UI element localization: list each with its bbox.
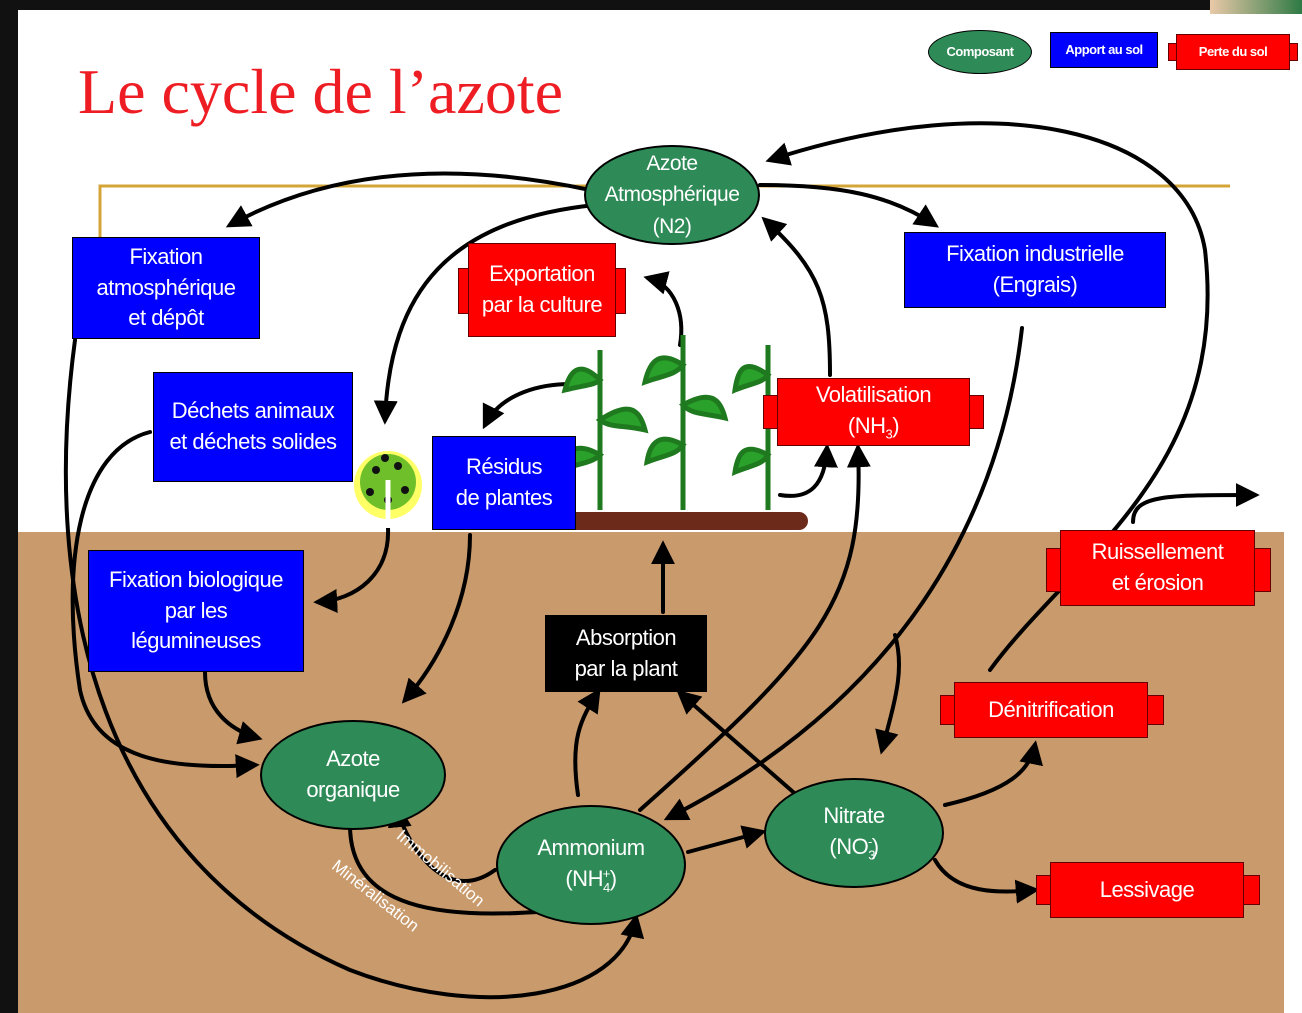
ammonium-subscript: 4: [602, 879, 610, 895]
legume-shrub: [354, 451, 422, 528]
node-leaching: Lessivage: [1050, 862, 1244, 918]
atmospheric-nitrogen-line1: Azote: [646, 151, 698, 175]
nitrate-formula-close: ): [871, 834, 879, 860]
crop-export-line1: Exportation: [489, 261, 595, 287]
organic-nitrogen-line2: organique: [306, 777, 400, 802]
plant-residues-line2: de plantes: [455, 485, 553, 510]
animal-waste-line2: et déchets solides: [169, 429, 337, 454]
node-organic-nitrogen: Azote organique: [260, 720, 446, 830]
atmospheric-fixation-line2: atmosphérique: [96, 274, 236, 300]
node-atmospheric-fixation: Fixation atmosphérique et dépôt: [72, 237, 260, 339]
legend-input: Apport au sol: [1050, 32, 1158, 68]
slide-frame-top: [0, 0, 1302, 10]
arrow-nitrate-to-denitrification: [943, 740, 1043, 807]
node-plant-residues: Résidus de plantes: [432, 436, 576, 530]
crop-ground-strip: [560, 512, 808, 530]
nitrate-formula: (NO3-): [829, 832, 879, 865]
volatilization-formula: (NH3): [847, 411, 900, 444]
ammonium-formula: (NH4+): [565, 864, 617, 897]
atmospheric-fixation-line1: Fixation: [129, 243, 203, 269]
diagram-title: Le cycle de l’azote: [78, 56, 563, 127]
arrow-atmfix-to-ammonium: [63, 338, 645, 1000]
plant-residues-line1: Résidus: [466, 454, 542, 480]
ammonium-formula-close: ): [609, 866, 617, 892]
nitrate-subscript: 3: [868, 847, 875, 863]
plant-absorption-line2: par la plant: [574, 655, 678, 681]
arrow-nitrate-to-leaching: [933, 858, 1040, 904]
legend-loss-label: Perte du sol: [1198, 43, 1268, 59]
nitrate-line1: Nitrate: [823, 803, 885, 829]
node-denitrification: Dénitrification: [954, 682, 1148, 738]
organic-nitrogen-line1: Azote: [326, 746, 380, 772]
runoff-tab-right: [1253, 548, 1271, 592]
arrow-n2-to-atm-fixation: [225, 171, 592, 228]
frame-line: [98, 184, 1230, 240]
volatilization-formula-close: ): [892, 413, 900, 439]
ammonium-formula-base: (NH: [565, 866, 603, 892]
slide-frame-left: [0, 0, 18, 1013]
arrow-ammonium-to-volatilization: [638, 443, 871, 812]
arrow-organic-to-ammonium: [348, 823, 585, 923]
corner-decoration: [1210, 0, 1302, 14]
node-runoff-erosion: Ruissellement et érosion: [1060, 530, 1255, 606]
node-animal-waste: Déchets animaux et déchets solides: [153, 372, 353, 482]
atmospheric-nitrogen-line3: (N2): [652, 214, 692, 238]
arrow-plant-to-volatilization: [778, 443, 838, 498]
biological-fixation-line2: par les: [164, 597, 228, 623]
node-crop-export: Exportation par la culture: [468, 243, 616, 337]
node-atmospheric-nitrogen: Azote Atmosphérique (N2): [584, 145, 760, 245]
legend-input-label: Apport au sol: [1065, 41, 1143, 57]
arrow-ammonium-to-absorption: [573, 687, 601, 797]
node-nitrate: Nitrate (NO3-): [764, 778, 944, 888]
slide-frame-right: [1284, 0, 1302, 1013]
arrow-plants-to-export: [643, 271, 684, 347]
animal-waste-line1: Déchets animaux: [171, 398, 335, 424]
node-industrial-fixation: Fixation industrielle (Engrais): [904, 232, 1166, 308]
node-biological-fixation: Fixation biologique par les légumineuses: [88, 550, 304, 672]
node-volatilization: Volatilisation (NH3): [777, 378, 970, 446]
arrow-industrial-to-ammonium: [663, 326, 1024, 821]
nitrate-formula-base: (NO: [829, 834, 869, 860]
arrow-legume-to-biofixation: [313, 526, 391, 613]
volatilization-tab-right: [968, 395, 984, 429]
volatilization-formula-base: (NH: [847, 413, 886, 439]
denitrification-tab-right: [1146, 695, 1164, 725]
plant-absorption-line1: Absorption: [575, 624, 677, 650]
legend-component-label: Composant: [946, 43, 1015, 59]
arrow-ammonium-to-nitrate: [686, 825, 767, 854]
arrow-runoff-out: [1131, 483, 1260, 524]
runoff-erosion-line2: et érosion: [1111, 570, 1204, 595]
arrow-n2-to-legume: [373, 203, 597, 425]
ammonium-superscript: +: [602, 865, 611, 881]
leaching-tab-right: [1242, 875, 1260, 905]
atmospheric-nitrogen-line2: Atmosphérique: [604, 183, 740, 207]
leaching-label: Lessivage: [1099, 876, 1195, 902]
node-plant-absorption: Absorption par la plant: [545, 615, 707, 692]
biological-fixation-line1: Fixation biologique: [109, 566, 283, 592]
legend-loss: Perte du sol: [1176, 34, 1290, 70]
volatilization-line1: Volatilisation: [815, 382, 932, 408]
arrow-n2-to-industrial: [758, 183, 939, 228]
arrow-biofixation-to-organic: [203, 670, 263, 745]
denitrification-label: Dénitrification: [988, 696, 1114, 722]
ammonium-line1: Ammonium: [537, 835, 645, 861]
legend-component: Composant: [928, 30, 1032, 74]
arrow-industrial-to-nitrate: [875, 633, 902, 755]
industrial-fixation-line2: (Engrais): [992, 272, 1078, 297]
industrial-fixation-line1: Fixation industrielle: [946, 241, 1124, 267]
arrow-nitrate-to-absorption: [676, 689, 802, 800]
arrow-waste-to-organic: [70, 430, 260, 779]
node-ammonium: Ammonium (NH4+): [496, 805, 686, 925]
arrow-volatilization-to-n2: [761, 216, 832, 377]
atmospheric-fixation-line3: et dépôt: [128, 305, 204, 331]
arrow-residues-to-organic: [401, 533, 472, 704]
volatilization-subscript: 3: [885, 426, 893, 442]
runoff-erosion-line1: Ruissellement: [1091, 539, 1224, 565]
biological-fixation-line3: légumineuses: [131, 628, 261, 654]
nitrate-superscript: -: [867, 833, 872, 849]
crop-export-line2: par la culture: [481, 292, 603, 317]
